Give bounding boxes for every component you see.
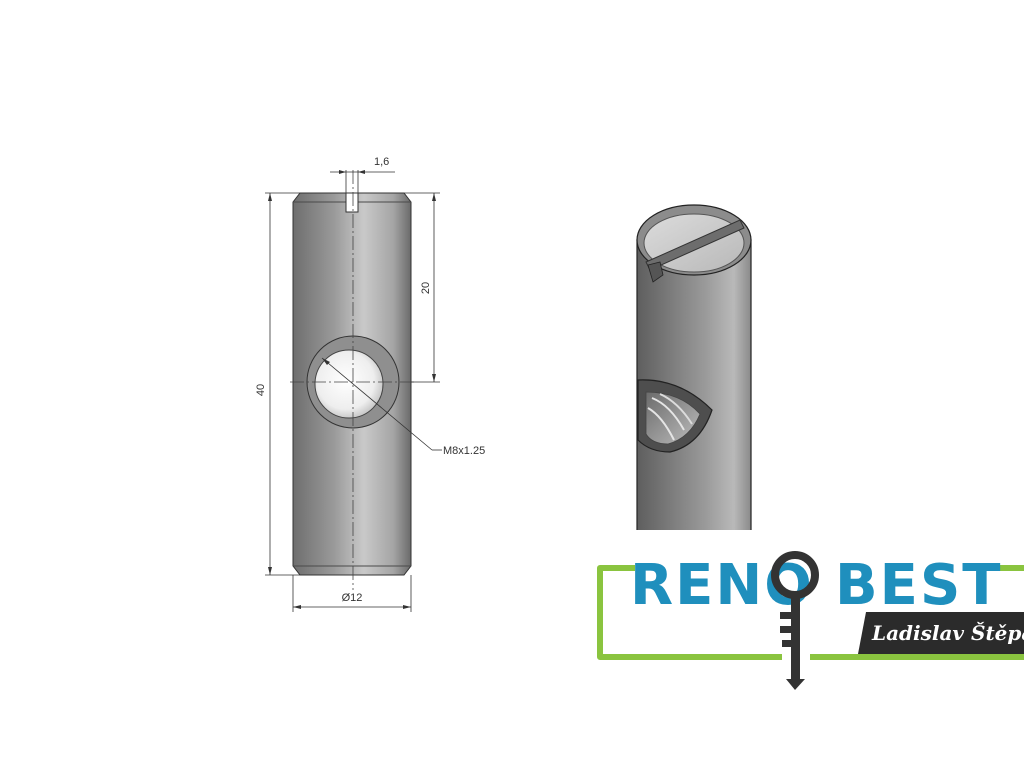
dimension-slot-width: 1,6 (330, 156, 395, 195)
dimension-thread: M8x1.25 (321, 357, 485, 457)
dimension-label-length: 40 (255, 384, 267, 396)
dimension-label-slot: 1,6 (374, 156, 389, 168)
owner-plate (858, 612, 1024, 654)
dimension-total-length: 40 (255, 192, 300, 576)
dimension-label-diameter: Ø12 (342, 592, 363, 604)
logo-brand-right: BEST (835, 553, 1002, 618)
dimension-label-half: 20 (420, 282, 432, 294)
cross-hole-3d (637, 379, 713, 453)
logo-frame (597, 565, 782, 660)
logo-brand-left: RENO (630, 553, 814, 618)
dimension-label-thread: M8x1.25 (443, 445, 485, 457)
cylinder-3d-render (636, 204, 752, 541)
technical-drawing: 1,6 40 20 M8x1.25 (255, 156, 485, 612)
slot (345, 192, 359, 213)
dimension-diameter: Ø12 (292, 575, 412, 612)
logo-owner-name: Ladislav Štěpán (871, 620, 1024, 645)
cylinder-side-view (290, 170, 416, 590)
key-icon (771, 551, 819, 690)
renobest-logo: RENO BEST Ladislav Štěpán (594, 530, 1024, 705)
dimension-half-length: 20 (404, 192, 440, 383)
